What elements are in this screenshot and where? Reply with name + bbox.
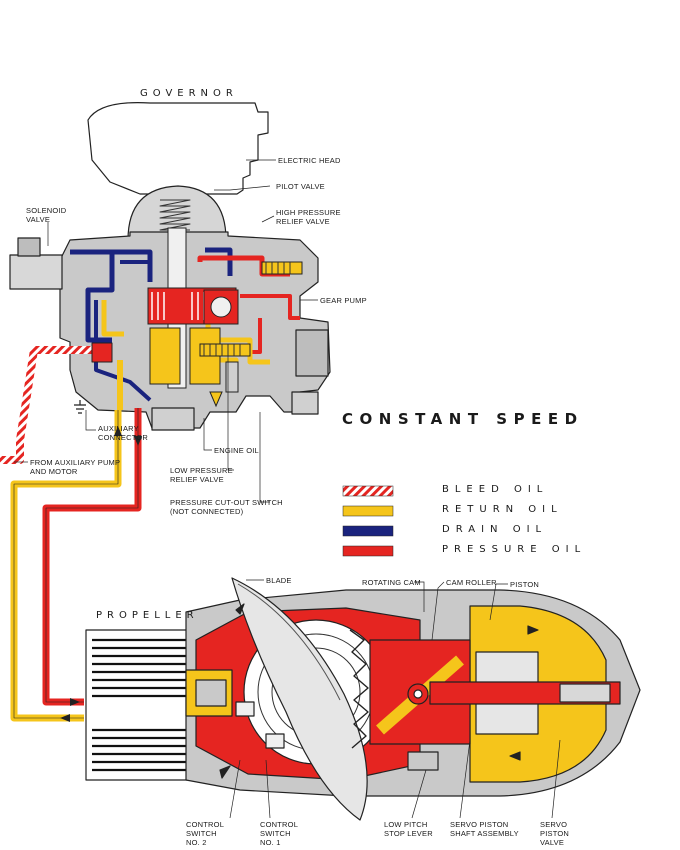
label-high-pressure: HIGH PRESSURE RELIEF VALVE	[276, 208, 341, 226]
legend-swatch-drain	[342, 525, 394, 537]
label-piston: PISTON	[510, 580, 539, 589]
label-engine-oil: ENGINE OIL	[214, 446, 259, 455]
electric-head	[87, 102, 269, 195]
control-switch-2	[235, 701, 255, 717]
legend-label-pressure: PRESSURE OIL	[442, 544, 587, 555]
label-pilot-valve: PILOT VALVE	[276, 182, 325, 191]
low-pressure-spring	[199, 343, 251, 357]
return-line-edge	[13, 410, 119, 719]
label-from-aux: FROM AUXILIARY PUMP AND MOTOR	[30, 458, 121, 476]
gear-pump-lobe	[295, 329, 329, 377]
propeller-title: PROPELLER	[96, 610, 199, 621]
label-control-switch-2: CONTROL SWITCH NO. 2	[186, 820, 225, 847]
legend-label-bleed: BLEED OIL	[442, 484, 549, 495]
legend-swatch-bleed	[342, 485, 394, 497]
bleed-inner	[91, 342, 113, 363]
propeller-shaft	[85, 629, 191, 781]
legend-label-drain: DRAIN OIL	[442, 524, 548, 535]
label-blade: BLADE	[266, 576, 292, 585]
mode-title: CONSTANT SPEED	[342, 410, 584, 428]
shaft-hatching	[92, 638, 186, 772]
propeller-assembly	[85, 577, 641, 821]
propeller-blade	[231, 577, 368, 821]
low-pitch-stop-lever	[407, 751, 439, 771]
bevel-gear	[349, 629, 369, 749]
governor-passages	[40, 247, 300, 410]
label-gear-pump: GEAR PUMP	[320, 296, 367, 305]
label-solenoid: SOLENOID VALVE	[26, 206, 67, 224]
drain-passage-left	[70, 249, 115, 343]
label-control-switch-1: CONTROL SWITCH NO. 1	[260, 820, 299, 847]
pilot-valve	[147, 227, 303, 408]
aux-connector	[74, 400, 86, 414]
return-passage-a	[101, 300, 124, 337]
governor-title: GOVERNOR	[140, 88, 238, 99]
governor-dome	[127, 185, 227, 241]
label-rotating-cam: ROTATING CAM	[362, 578, 421, 587]
drain-passage-top	[112, 249, 153, 282]
control-switch-1	[265, 733, 285, 749]
label-electric-head: ELECTRIC HEAD	[278, 156, 341, 165]
pressure-passage-pump	[240, 294, 300, 320]
label-servo-shaft: SERVO PISTON SHAFT ASSEMBLY	[450, 820, 519, 838]
bottom-fitting-b	[291, 391, 319, 415]
engine-oil-arrow	[209, 391, 223, 408]
solenoid-valve	[9, 254, 63, 290]
legend-label-return: RETURN OIL	[442, 504, 563, 515]
label-cam-roller: CAM ROLLER	[446, 578, 497, 587]
governor-spring	[159, 199, 191, 231]
legend-swatch-pressure	[342, 545, 394, 557]
label-servo-valve: SERVO PISTON VALVE	[540, 820, 569, 847]
drain-passage-mid	[94, 300, 152, 402]
legend-swatch-return	[342, 505, 394, 517]
label-low-pressure: LOW PRESSURE RELIEF VALVE	[170, 466, 233, 484]
legend-swatches	[342, 485, 394, 557]
pilot-valve-yellow-left	[149, 327, 181, 385]
external-lines	[0, 346, 142, 722]
label-cutout: PRESSURE CUT-OUT SWITCH (NOT CONNECTED)	[170, 498, 283, 516]
bottom-fitting-a	[151, 407, 195, 431]
label-aux-connector: AUXILIARY CONNECTOR	[98, 424, 148, 442]
hp-relief-spring	[261, 261, 303, 275]
cutout-switch	[225, 361, 239, 393]
bleed-line	[0, 346, 40, 464]
pressure-line-edge	[45, 408, 139, 703]
label-low-pitch: LOW PITCH STOP LEVER	[384, 820, 433, 838]
drain-passage-right	[205, 247, 233, 276]
leader-lines	[14, 159, 561, 819]
